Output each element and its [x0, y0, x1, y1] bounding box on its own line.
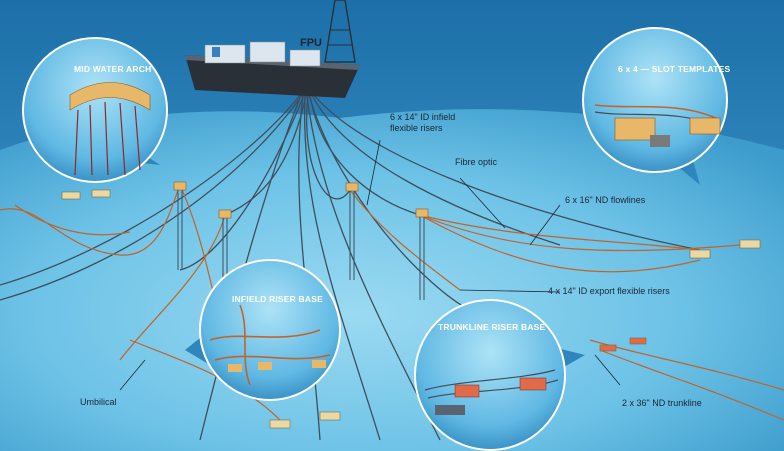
flowlines — [0, 184, 784, 421]
risers — [0, 94, 701, 441]
label-export-risers: 4 x 14" ID export flexible risers — [548, 286, 670, 296]
slot-templates-title: 6 x 4 — SLOT TEMPLATES — [618, 64, 731, 74]
label-infield-risers-line2: flexible risers — [390, 123, 443, 133]
infield-riser-base-title: INFIELD RISER BASE — [232, 294, 323, 304]
trunkline-riser-base-callout — [414, 299, 585, 451]
fpu-vessel — [185, 0, 360, 98]
mid-water-arch-callout — [22, 37, 168, 183]
slot-templates-callout — [582, 27, 728, 185]
riser-towers — [173, 181, 429, 219]
fpu-label: FPU — [300, 37, 322, 49]
label-trunkline: 2 x 36" ND trunkline — [622, 398, 702, 408]
label-flowlines: 6 x 16" ND flowlines — [565, 195, 646, 205]
infield-riser-base-callout — [185, 259, 341, 401]
label-fibre-optic: Fibre optic — [455, 157, 498, 167]
mid-water-arch-title: MID WATER ARCH — [74, 64, 151, 74]
trunkline-riser-base-title: TRUNKLINE RISER BASE — [438, 322, 546, 332]
seabed-templates — [61, 189, 761, 429]
leader-lines — [119, 139, 621, 391]
label-umbilical: Umbilical — [80, 397, 117, 407]
label-infield-risers-line1: 6 x 14" ID infield — [390, 112, 455, 122]
seabed — [0, 109, 784, 451]
